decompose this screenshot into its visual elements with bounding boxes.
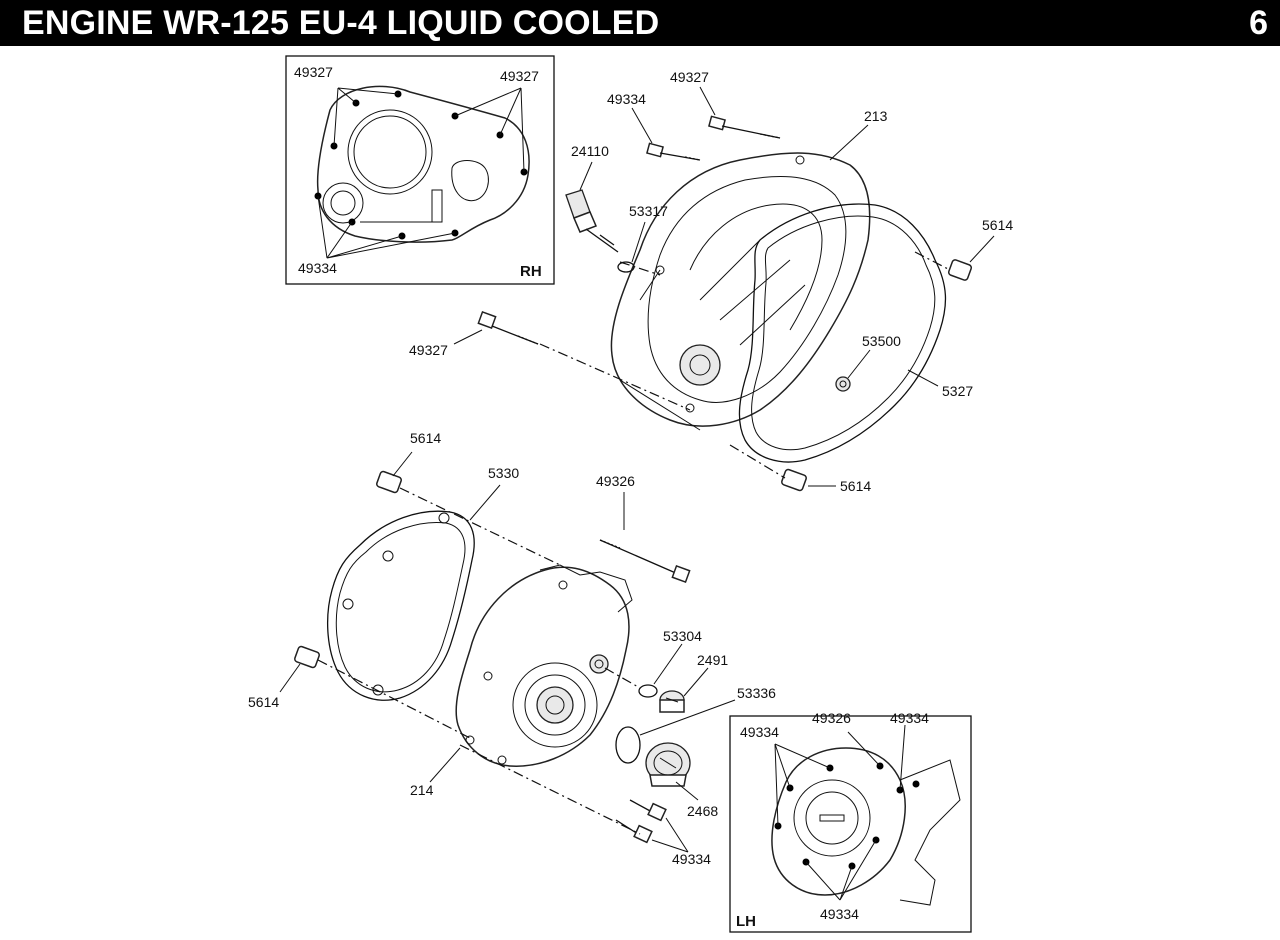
label-2491: 2491 — [697, 652, 728, 668]
sensor-24110 — [565, 189, 619, 253]
rh-inset-cover-drawing — [316, 85, 530, 243]
gasket-5330-outline — [326, 510, 475, 701]
rh-inset-small-bore — [322, 182, 364, 224]
gasket-5327 — [738, 203, 947, 463]
label-5614-upper-left: 5614 — [410, 430, 441, 446]
bolt-49334-top — [646, 142, 701, 161]
label-53317: 53317 — [629, 203, 668, 219]
dowel-5614-left — [294, 645, 320, 669]
rh-inset-frame — [285, 55, 555, 285]
label-49327-top: 49327 — [670, 69, 709, 85]
label-49334-bottom: 49334 — [672, 851, 711, 867]
lh-inset-49334-right-label: 49334 — [890, 710, 929, 726]
label-5614-left: 5614 — [248, 694, 279, 710]
rh-inset: 49327 49327 49334 RH — [285, 55, 555, 285]
label-214: 214 — [410, 782, 434, 798]
lh-inset-rotor — [793, 779, 871, 857]
generator-cover-214 — [455, 564, 633, 767]
rh-inset-clutch-bore — [347, 109, 433, 195]
page-number: 6 — [1249, 4, 1268, 42]
o-ring-53304 — [638, 684, 658, 698]
rh-inset-49334-label: 49334 — [298, 260, 337, 276]
crankcase-cover-213 — [610, 152, 871, 431]
label-5327: 5327 — [942, 383, 973, 399]
gasket-5327-outline — [738, 203, 947, 463]
gasket-5330 — [326, 510, 475, 701]
label-53500: 53500 — [862, 333, 901, 349]
cover-214-plug-boss — [589, 654, 609, 674]
plug-2468 — [645, 742, 691, 787]
bolt-49334-bottom-a — [629, 799, 667, 822]
rh-inset-label: RH — [520, 263, 542, 280]
label-213: 213 — [864, 108, 888, 124]
cover-214-body — [455, 566, 630, 767]
dowel-5614-mid — [781, 468, 807, 492]
lh-inset-49334-bottom-label: 49334 — [820, 906, 859, 922]
plug-2491 — [659, 690, 685, 713]
lh-inset: 49334 49326 49334 49334 LH — [729, 710, 972, 933]
lh-inset-label: LH — [736, 913, 756, 930]
label-53304: 53304 — [663, 628, 702, 644]
bolt-49327-top — [708, 115, 781, 139]
cover-213-body — [610, 152, 871, 427]
lh-inset-49326-label: 49326 — [812, 710, 851, 726]
label-5614-right: 5614 — [982, 217, 1013, 233]
label-24110: 24110 — [571, 143, 609, 159]
o-ring-53336 — [615, 726, 641, 764]
cover-214-rotor-bore — [512, 662, 598, 748]
label-49326: 49326 — [596, 473, 635, 489]
lh-inset-49334-left-label: 49334 — [740, 724, 779, 740]
label-49327-left: 49327 — [409, 342, 448, 358]
label-5614-mid: 5614 — [840, 478, 871, 494]
bolt-49326 — [599, 539, 691, 583]
cover-213-boss — [679, 344, 721, 386]
bolt-49327-left — [477, 311, 539, 345]
label-2468: 2468 — [687, 803, 718, 819]
page-title: ENGINE WR-125 EU-4 LIQUID COOLED — [22, 4, 660, 42]
label-53336: 53336 — [737, 685, 776, 701]
seal-53500 — [835, 376, 851, 392]
lh-inset-bolt — [912, 780, 920, 788]
dowel-5614-right — [947, 259, 973, 281]
label-5330: 5330 — [488, 465, 519, 481]
page-header: ENGINE WR-125 EU-4 LIQUID COOLED 6 — [0, 0, 1280, 46]
rh-inset-49327-right-label: 49327 — [500, 68, 539, 84]
dowel-5614-upper-left — [376, 470, 402, 494]
label-49334-top: 49334 — [607, 91, 646, 107]
lh-inset-frame — [729, 715, 972, 933]
rh-inset-49327-left-label: 49327 — [294, 64, 333, 80]
